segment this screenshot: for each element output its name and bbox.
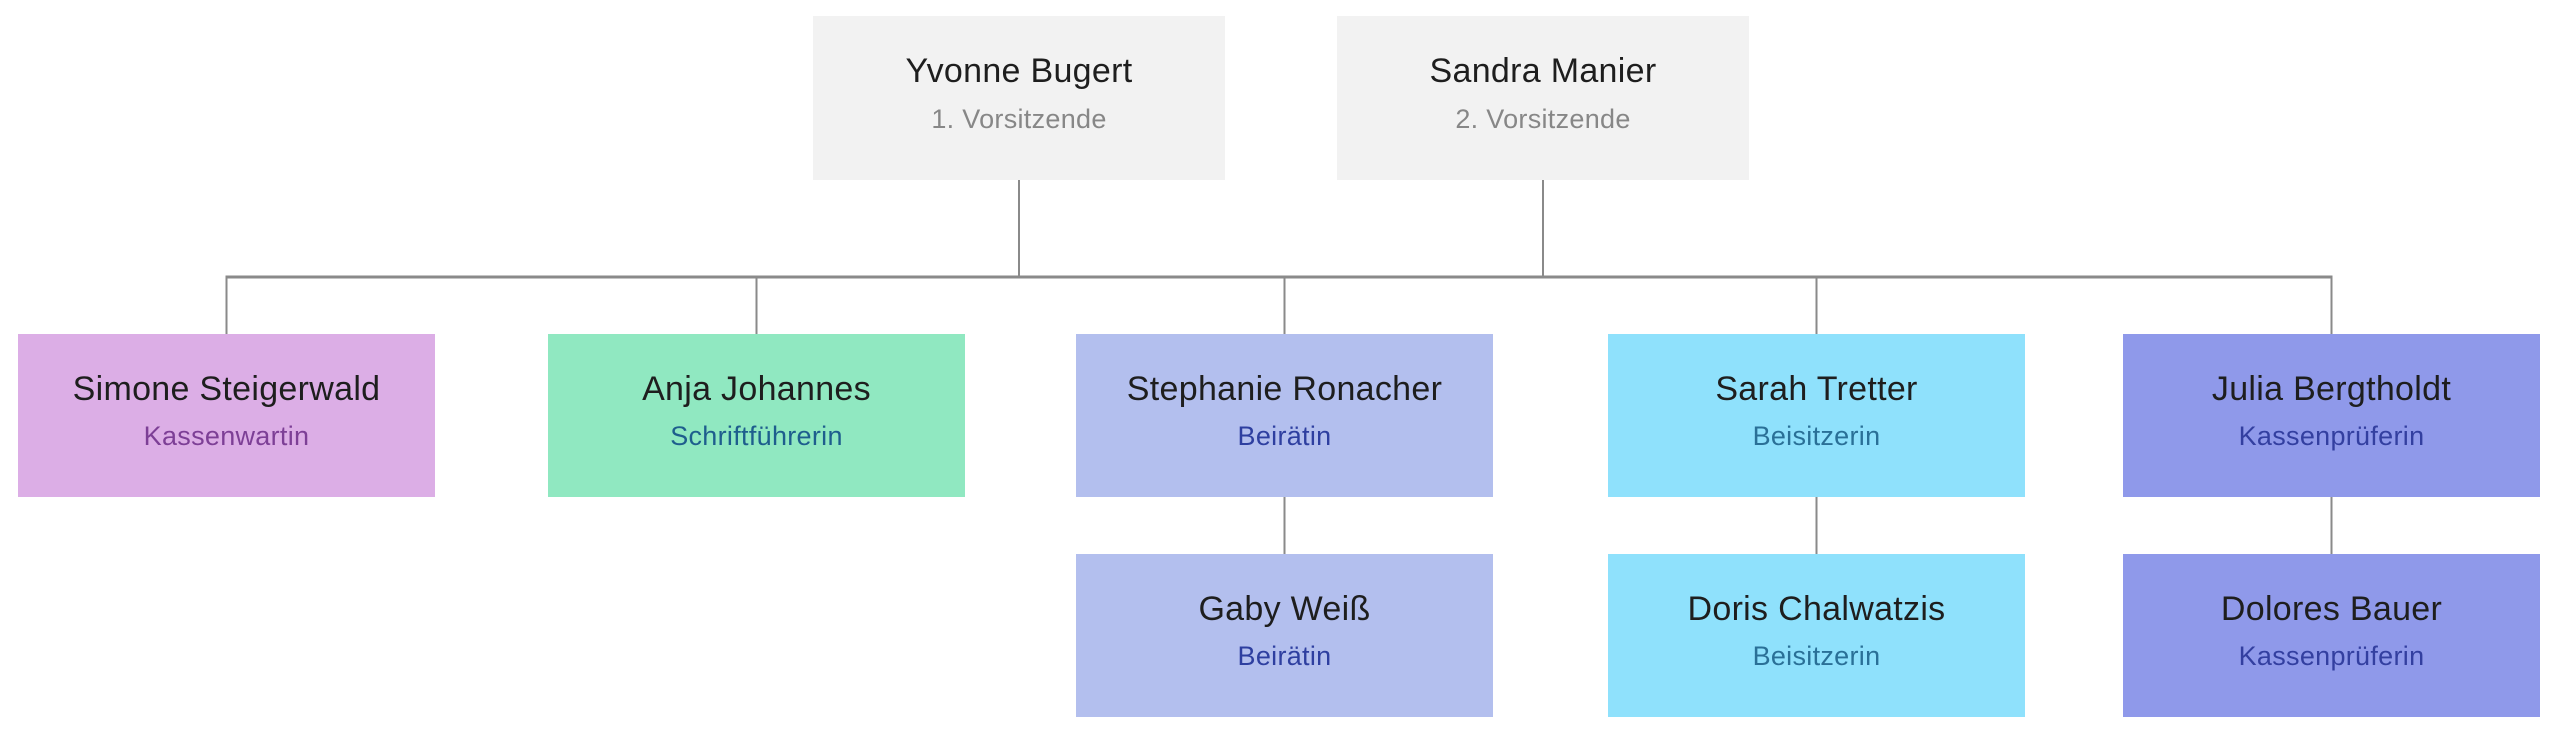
person-name: Yvonne Bugert <box>905 52 1133 91</box>
org-node-chair-1[interactable]: Yvonne Bugert 1. Vorsitzende <box>813 16 1225 180</box>
person-role: Beirätin <box>1237 421 1332 452</box>
person-name: Sarah Tretter <box>1715 369 1918 408</box>
person-role: Kassenprüferin <box>2238 421 2425 452</box>
person-name: Julia Bergtholdt <box>2211 369 2452 408</box>
person-role: 1. Vorsitzende <box>931 103 1107 134</box>
person-name: Anja Johannes <box>642 369 871 408</box>
person-role: Beirätin <box>1237 641 1332 672</box>
person-role: 2. Vorsitzende <box>1455 103 1631 134</box>
person-role: Kassenwartin <box>143 421 310 452</box>
person-name: Gaby Weiß <box>1198 589 1371 628</box>
person-role: Kassenprüferin <box>2238 641 2425 672</box>
person-name: Dolores Bauer <box>2220 589 2443 628</box>
person-name: Simone Steigerwald <box>72 369 381 408</box>
org-node-chair-2[interactable]: Sandra Manier 2. Vorsitzende <box>1337 16 1749 180</box>
person-name: Doris Chalwatzis <box>1687 589 1946 628</box>
person-name: Sandra Manier <box>1429 52 1657 91</box>
person-role: Beisitzerin <box>1752 641 1881 672</box>
person-role: Beisitzerin <box>1752 421 1881 452</box>
person-role: Schriftführerin <box>670 421 843 452</box>
person-name: Stephanie Ronacher <box>1126 369 1443 408</box>
